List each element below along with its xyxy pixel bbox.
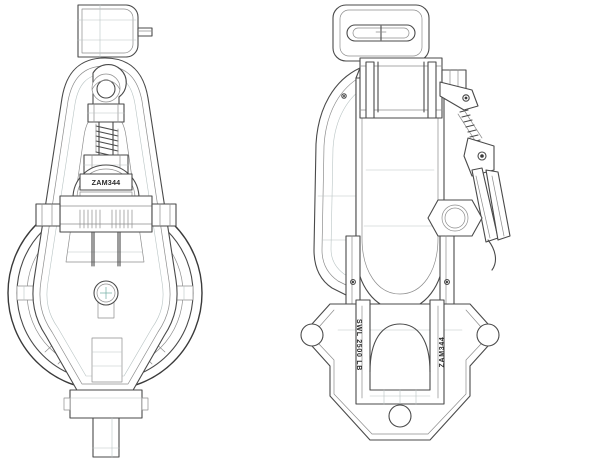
side-elevation-view: SWL 2500 LB ZAM344 <box>300 4 511 441</box>
base-inner-channel <box>355 299 445 405</box>
upper-clamp-block <box>359 57 443 119</box>
hex-nut <box>427 199 483 237</box>
mount-hole <box>388 404 412 428</box>
fastener-dot <box>350 279 356 285</box>
fastener-dot <box>444 279 450 285</box>
mount-hole <box>476 323 500 347</box>
center-crosshair <box>100 287 112 299</box>
mount-hole <box>300 323 324 347</box>
bearing-blocks <box>35 195 177 267</box>
lower-stem <box>63 389 149 458</box>
front-elevation-view: ZAM344 <box>7 4 203 458</box>
left-view-part-label: ZAM344 <box>92 178 121 187</box>
axle-hub <box>91 280 123 383</box>
latch-mechanism <box>439 69 511 271</box>
fastener-dot <box>341 93 347 99</box>
right-view-part-label: ZAM344 <box>439 336 446 367</box>
motor-housing <box>77 4 153 58</box>
eye-bolt <box>87 64 127 169</box>
latch-upper-link <box>439 81 479 111</box>
latch-spring <box>457 109 483 143</box>
capacity-label: SWL 2500 LB <box>355 319 362 371</box>
knurled-band <box>79 209 133 229</box>
